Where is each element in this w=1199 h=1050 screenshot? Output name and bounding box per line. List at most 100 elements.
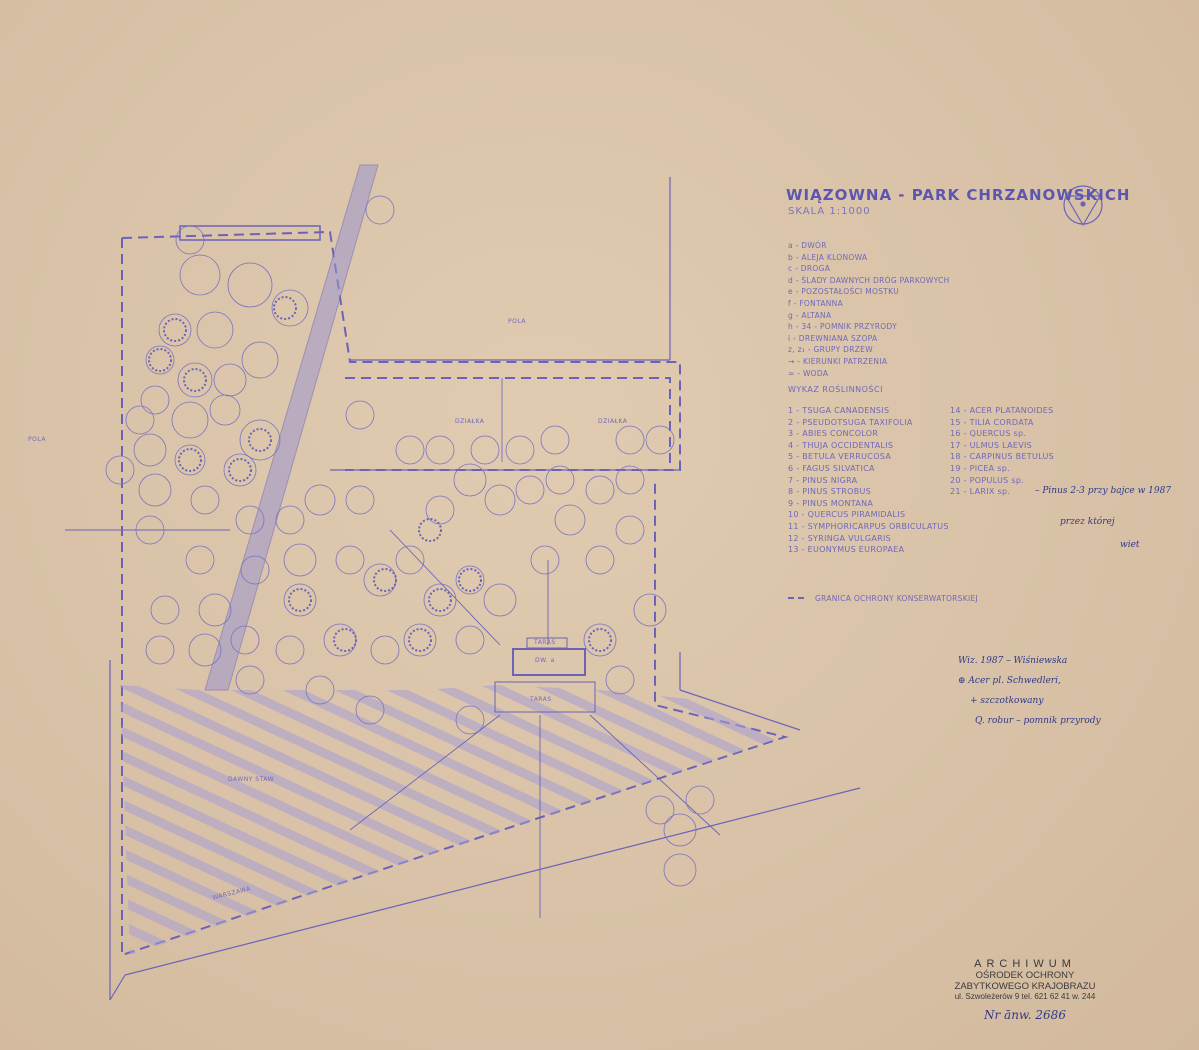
tree-circle: [275, 505, 305, 535]
tree-circle: [323, 623, 357, 657]
legend-item: 18 - CARPINUS BETULUS: [950, 452, 1054, 462]
tree-circle: [275, 635, 305, 665]
tree-circle: [585, 475, 615, 505]
legend-item: 11 - SYMPHORICARPUS ORBICULATUS: [788, 521, 949, 531]
legend-item: i - DREWNIANA SZOPA: [788, 333, 878, 343]
tree-circle: [615, 515, 645, 545]
legend-item: g - ALTANA: [788, 310, 832, 320]
tree-circle: [345, 400, 375, 430]
legend-item: z, z₁ - GRUPY DRZEW: [788, 345, 873, 355]
terrace-top: [526, 637, 568, 649]
tree-circle: [133, 433, 167, 467]
plants-heading: WYKAZ ROŚLINNOŚCI: [788, 385, 883, 394]
tree-circle: [530, 545, 560, 575]
tree-circle: [335, 545, 365, 575]
tree-circle: [545, 465, 575, 495]
conifer-circle: [288, 588, 312, 612]
former-pond: [120, 685, 780, 955]
tree-circle: [455, 625, 485, 655]
tree-circle: [605, 665, 635, 695]
conifer-circle: [228, 458, 252, 482]
tree-circle: [125, 405, 155, 435]
tree-circle: [223, 453, 257, 487]
legend-item: h - 34 - POMNIK PRZYRODY: [788, 322, 897, 332]
tree-circle: [179, 254, 221, 296]
conifer-circle: [428, 588, 452, 612]
visit-note-3: + szczotkowany: [970, 696, 1044, 706]
visit-note-1: Wiz. 1987 – Wiśniewska: [958, 656, 1068, 666]
legend-item: 7 - PINUS NIGRA: [788, 475, 858, 485]
tree-circle: [175, 225, 205, 255]
tree-circle: [395, 545, 425, 575]
tree-circle: [209, 394, 241, 426]
label-dawny-staw: DAWNY STAW: [228, 776, 275, 783]
tree-circle: [585, 545, 615, 575]
tree-circle: [355, 695, 385, 725]
tree-circle: [240, 555, 270, 585]
tree-circle: [140, 385, 170, 415]
legend-item: 8 - PINUS STROBUS: [788, 487, 872, 497]
stamp-line-4: ul. Szwoleżerów 9 tel. 621 62 41 w. 244: [954, 992, 1096, 1001]
conifer-circle: [418, 518, 442, 542]
legend-item: a - DWÓR: [788, 241, 827, 250]
tree-circle: [105, 455, 135, 485]
building-top: [179, 225, 321, 241]
legend-item: 4 - THUJA OCCIDENTALIS: [788, 440, 894, 450]
tree-circle: [685, 785, 715, 815]
tree-circle: [196, 311, 234, 349]
tree-circle: [395, 435, 425, 465]
conifer-circle: [148, 348, 172, 372]
legend-item: 3 - ABIES CONCOLOR: [788, 429, 879, 439]
tree-circle: [540, 425, 570, 455]
conifer-circle: [408, 628, 432, 652]
tree-circle: [370, 635, 400, 665]
tree-circle: [455, 705, 485, 735]
legend-item: 20 - POPULUS sp.: [950, 475, 1025, 485]
tree-circle: [158, 313, 192, 347]
tree-circle: [305, 675, 335, 705]
legend-item: 16 - QUERCUS sp.: [950, 429, 1027, 439]
tree-circle: [484, 484, 516, 516]
tree-circle: [425, 435, 455, 465]
conifer-circle: [458, 568, 482, 592]
conifer-circle: [273, 296, 297, 320]
tree-circle: [198, 593, 232, 627]
tree-circle: [423, 583, 457, 617]
tree-circle: [283, 543, 317, 577]
tree-circle: [177, 362, 213, 398]
tree-circle: [583, 623, 617, 657]
legend-item: f - FONTANNA: [788, 298, 844, 308]
tree-circle: [145, 345, 175, 375]
handwritten-note-1: – Pinus 2-3 przy bajce w 1987: [1035, 486, 1172, 496]
view-arrows: [65, 529, 721, 918]
label-pola-left: POLA: [28, 436, 46, 443]
tree-circle: [150, 595, 180, 625]
tree-circle: [227, 262, 273, 308]
tree-circle: [615, 425, 645, 455]
legend-item: 17 - ULMUS LAEVIS: [950, 440, 1033, 450]
stamp-line-1: ARCHIWUM: [974, 958, 1076, 970]
stamp-line-3: ZABYTKOWEGO KRAJOBRAZU: [954, 981, 1096, 992]
tree-circle: [453, 463, 487, 497]
label-dzialka-1: DZIAŁKA: [455, 418, 485, 425]
label-taras-2: TARAS: [530, 696, 552, 703]
tree-circle: [615, 465, 645, 495]
tree-circle: [213, 363, 247, 397]
archive-stamp: ARCHIWUM OŚRODEK OCHRONY ZABYTKOWEGO KRA…: [950, 958, 1100, 1001]
map-scale: SKALA 1:1000: [788, 206, 871, 217]
label-taras-1: TARAS: [534, 639, 556, 646]
tree-circle: [633, 593, 667, 627]
tree-circle: [403, 623, 437, 657]
label-pola-top: POLA: [508, 318, 526, 325]
tree-circle: [145, 635, 175, 665]
legend-item: → - KIERUNKI PATRZENIA: [788, 356, 888, 366]
legend-item: 6 - FAGUS SILVATICA: [788, 463, 875, 473]
conifer-circle: [333, 628, 357, 652]
inventory-number: Nr ānw. 2686: [984, 1008, 1066, 1022]
tree-circle: [230, 625, 260, 655]
tree-circle: [138, 473, 172, 507]
map-title: WIĄZOWNA - PARK CHRZANOWSKICH: [786, 186, 1131, 204]
